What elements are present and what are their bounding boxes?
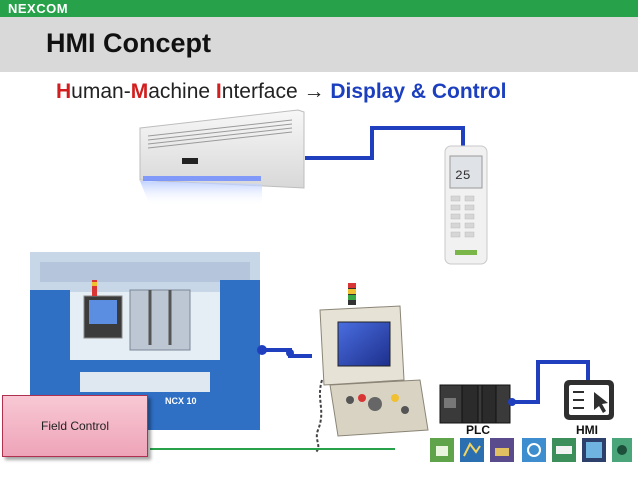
nexcom-logo: NEXCOM [8, 1, 69, 16]
hmi-label: HMI [576, 423, 598, 437]
factory-icon [490, 438, 514, 462]
subtitle-h: H [56, 80, 72, 103]
subtitle-i: I [215, 80, 222, 103]
map-icon [460, 438, 484, 462]
title-band [0, 17, 638, 72]
app-icon-row [430, 438, 632, 462]
plc-device [439, 384, 511, 424]
subtitle-nterface: nterface → [221, 80, 331, 103]
subtitle-uman: uman- [71, 80, 131, 103]
slide-subtitle: Human-Machine Interface → Display & Cont… [56, 80, 507, 104]
plc-label: PLC [466, 423, 490, 437]
camera-icon [612, 438, 632, 462]
subtitle-m: M [130, 80, 149, 103]
top-bar: NEXCOM [0, 0, 638, 17]
machine-brand: NCX 10 [165, 396, 197, 406]
gear-icon [522, 438, 546, 462]
field-control-button[interactable]: Field Control [2, 395, 148, 457]
ac-remote-cable [305, 126, 465, 160]
subtitle-highlight: Display & Control [330, 80, 507, 103]
panel-icon [582, 438, 606, 462]
divider-line [150, 448, 395, 450]
remote-display: 25 [455, 168, 471, 183]
operator-panel [315, 283, 429, 453]
truck-icon [552, 438, 576, 462]
remote-control: 25 [444, 145, 488, 265]
chart-icon [430, 438, 454, 462]
air-conditioner [139, 109, 305, 206]
plc-hmi-cable [512, 360, 590, 404]
hmi-device [564, 380, 614, 420]
subtitle-achine: achine [148, 80, 216, 103]
slide-title: HMI Concept [46, 28, 211, 58]
